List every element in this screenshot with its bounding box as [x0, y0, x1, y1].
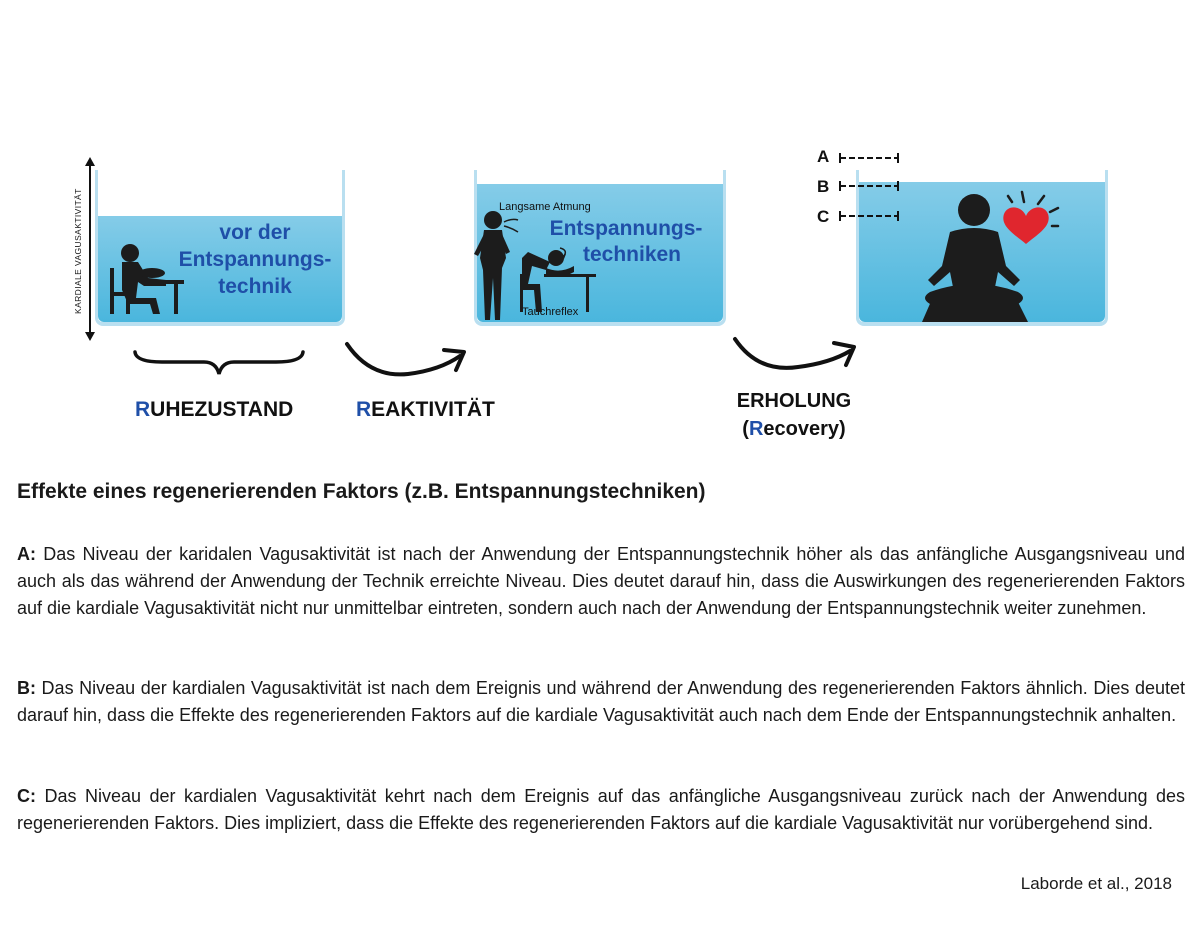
paragraph-a: A: Das Niveau der karidalen Vagusaktivit…	[17, 541, 1185, 622]
arrow-to-reactivity	[345, 342, 466, 377]
tank-reactivity-label-line: techniken	[582, 243, 682, 267]
level-c-label: C	[817, 207, 830, 226]
paragraph-b-key: B:	[17, 678, 36, 698]
effects-heading: Effekte eines regenerierenden Faktors (z…	[17, 480, 706, 503]
phase-recovery-initial: R	[748, 418, 764, 440]
phase-reactivity-initial: R	[356, 398, 372, 421]
paragraph-c-key: C:	[17, 786, 36, 806]
tank-reactivity	[474, 170, 726, 326]
level-markers	[839, 153, 899, 221]
phase-reactivity-text: EAKTIVITÄT	[371, 398, 495, 421]
rest-brace	[133, 350, 305, 375]
phase-recovery-line1: ERHOLUNG	[736, 390, 852, 412]
slow-breathing-label: Langsame Atmung	[499, 201, 591, 213]
paragraph-c: C: Das Niveau der kardialen Vagusaktivit…	[17, 783, 1185, 837]
paragraph-a-key: A:	[17, 544, 36, 564]
phase-rest-initial: R	[135, 398, 151, 421]
paragraph-b: B: Das Niveau der kardialen Vagusaktivit…	[17, 675, 1185, 729]
diving-reflex-icon	[520, 247, 596, 312]
phase-rest-text: UHEZUSTAND	[150, 398, 294, 421]
tank-reactivity-label-line: Entspannungs-	[549, 217, 703, 240]
tank-rest-label-line: Entspannungs-	[178, 247, 332, 271]
phase-rest: RUHEZUSTAND	[135, 395, 293, 424]
phase-recovery-open: (	[742, 418, 749, 440]
phase-recovery-text: ecovery)	[763, 418, 846, 440]
tank-rest-label-line: vor der	[219, 221, 291, 244]
paragraph-b-text: Das Niveau der kardialen Vagusaktivität …	[17, 678, 1185, 725]
vagal-axis-arrow	[85, 157, 95, 341]
phase-recovery: ERHOLUNG (Recovery)	[724, 387, 864, 443]
arrow-to-recovery	[733, 337, 856, 370]
phase-recovery-line2: (Recovery)	[724, 415, 864, 443]
breathing-person-icon	[474, 211, 519, 320]
tank-rest-label-line: technik	[218, 274, 292, 298]
water-level-reactivity	[477, 184, 723, 322]
citation: Laborde et al., 2018	[1020, 874, 1172, 893]
tank-rest-label: vor der Entspannungs- technik	[160, 220, 350, 301]
level-a-label: A	[817, 147, 830, 166]
axis-label: KARDIALE VAGUSAKTIVITÄT	[73, 188, 83, 314]
level-b-label: B	[817, 177, 830, 196]
paragraph-a-text: Das Niveau der karidalen Vagusaktivität …	[17, 544, 1185, 618]
person-bowl-icon	[110, 244, 184, 314]
paragraph-c-text: Das Niveau der kardialen Vagusaktivität …	[17, 786, 1185, 833]
phase-reactivity: REAKTIVITÄT	[356, 395, 495, 424]
tank-reactivity-label: Entspannungs- techniken	[536, 216, 716, 268]
meditation-heart-icon	[922, 190, 1060, 322]
